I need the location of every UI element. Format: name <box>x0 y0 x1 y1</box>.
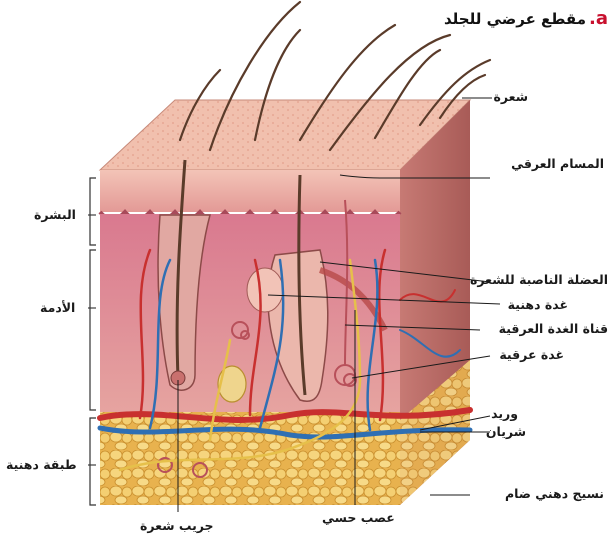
label-fat-layer: طبقة دهنية <box>6 459 77 472</box>
layer-brackets <box>90 178 96 505</box>
figure-title: a.مقطع عرضي للجلد <box>444 8 608 29</box>
label-hair-follicle: جريب شعرة <box>140 520 214 533</box>
label-vein: وريد <box>491 408 518 421</box>
figure-letter: a. <box>589 8 608 29</box>
label-hair: شعرة <box>493 91 528 104</box>
label-artery: شريان <box>486 426 526 439</box>
label-sweat-pore: المسام العرقي <box>511 158 604 171</box>
label-sensory-nerve: عصب حسي <box>322 512 395 525</box>
epidermis-layer <box>100 170 400 212</box>
label-dermis: الأدمة <box>40 302 75 315</box>
figure-title-text: مقطع عرضي للجلد <box>444 10 586 28</box>
label-epidermis: البشرة <box>34 209 76 222</box>
label-arrector-muscle: العضلة الناصبة للشعرة <box>470 274 608 287</box>
label-adipose-tissue: نسيج دهني ضام <box>505 488 604 501</box>
label-sweat-gland: غدة عرقية <box>499 349 564 362</box>
label-sweat-duct: قناة الغدة العرقية <box>499 323 608 336</box>
label-sebaceous-gland: غدة دهنية <box>508 299 568 312</box>
